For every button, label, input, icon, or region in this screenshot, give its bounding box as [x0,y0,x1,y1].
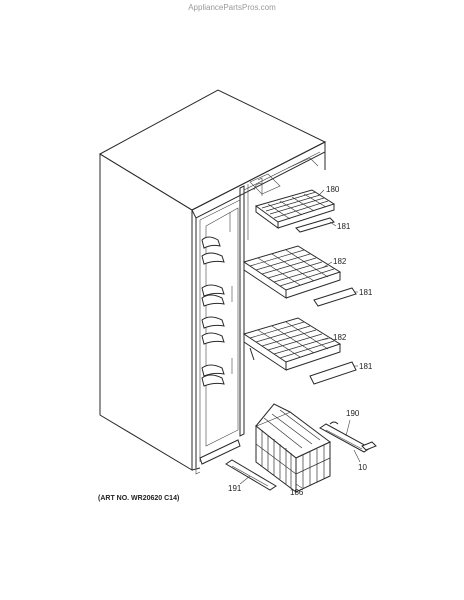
callout-182-lower: 182 [333,333,347,342]
shelf-trim-181-middle [313,287,357,307]
wire-shelf-180 [254,189,336,229]
wire-shelf-182-lower [242,317,342,371]
watermark-text: AppliancePartsPros.com [188,3,276,12]
callout-186: 186 [290,488,304,497]
refrigerator-cabinet [98,89,327,475]
wire-basket-186 [255,403,331,493]
callout-182-upper: 182 [333,257,347,266]
callout-190: 190 [346,409,360,418]
shelf-trim-181-bottom [309,361,357,385]
callout-191: 191 [228,484,242,493]
callout-181-middle: 181 [359,288,373,297]
callout-10: 10 [358,463,367,472]
callout-180: 180 [326,185,340,194]
shelf-trim-181-top [295,217,335,233]
wire-shelf-182-upper [242,245,342,299]
callout-181-bottom: 181 [359,362,373,371]
art-number: (ART NO. WR20620 C14) [98,495,179,502]
callout-leaders [239,189,361,489]
door-bin-supports [201,212,233,387]
rail-end-cap-10 [361,441,377,451]
callout-181-top: 181 [337,222,351,231]
